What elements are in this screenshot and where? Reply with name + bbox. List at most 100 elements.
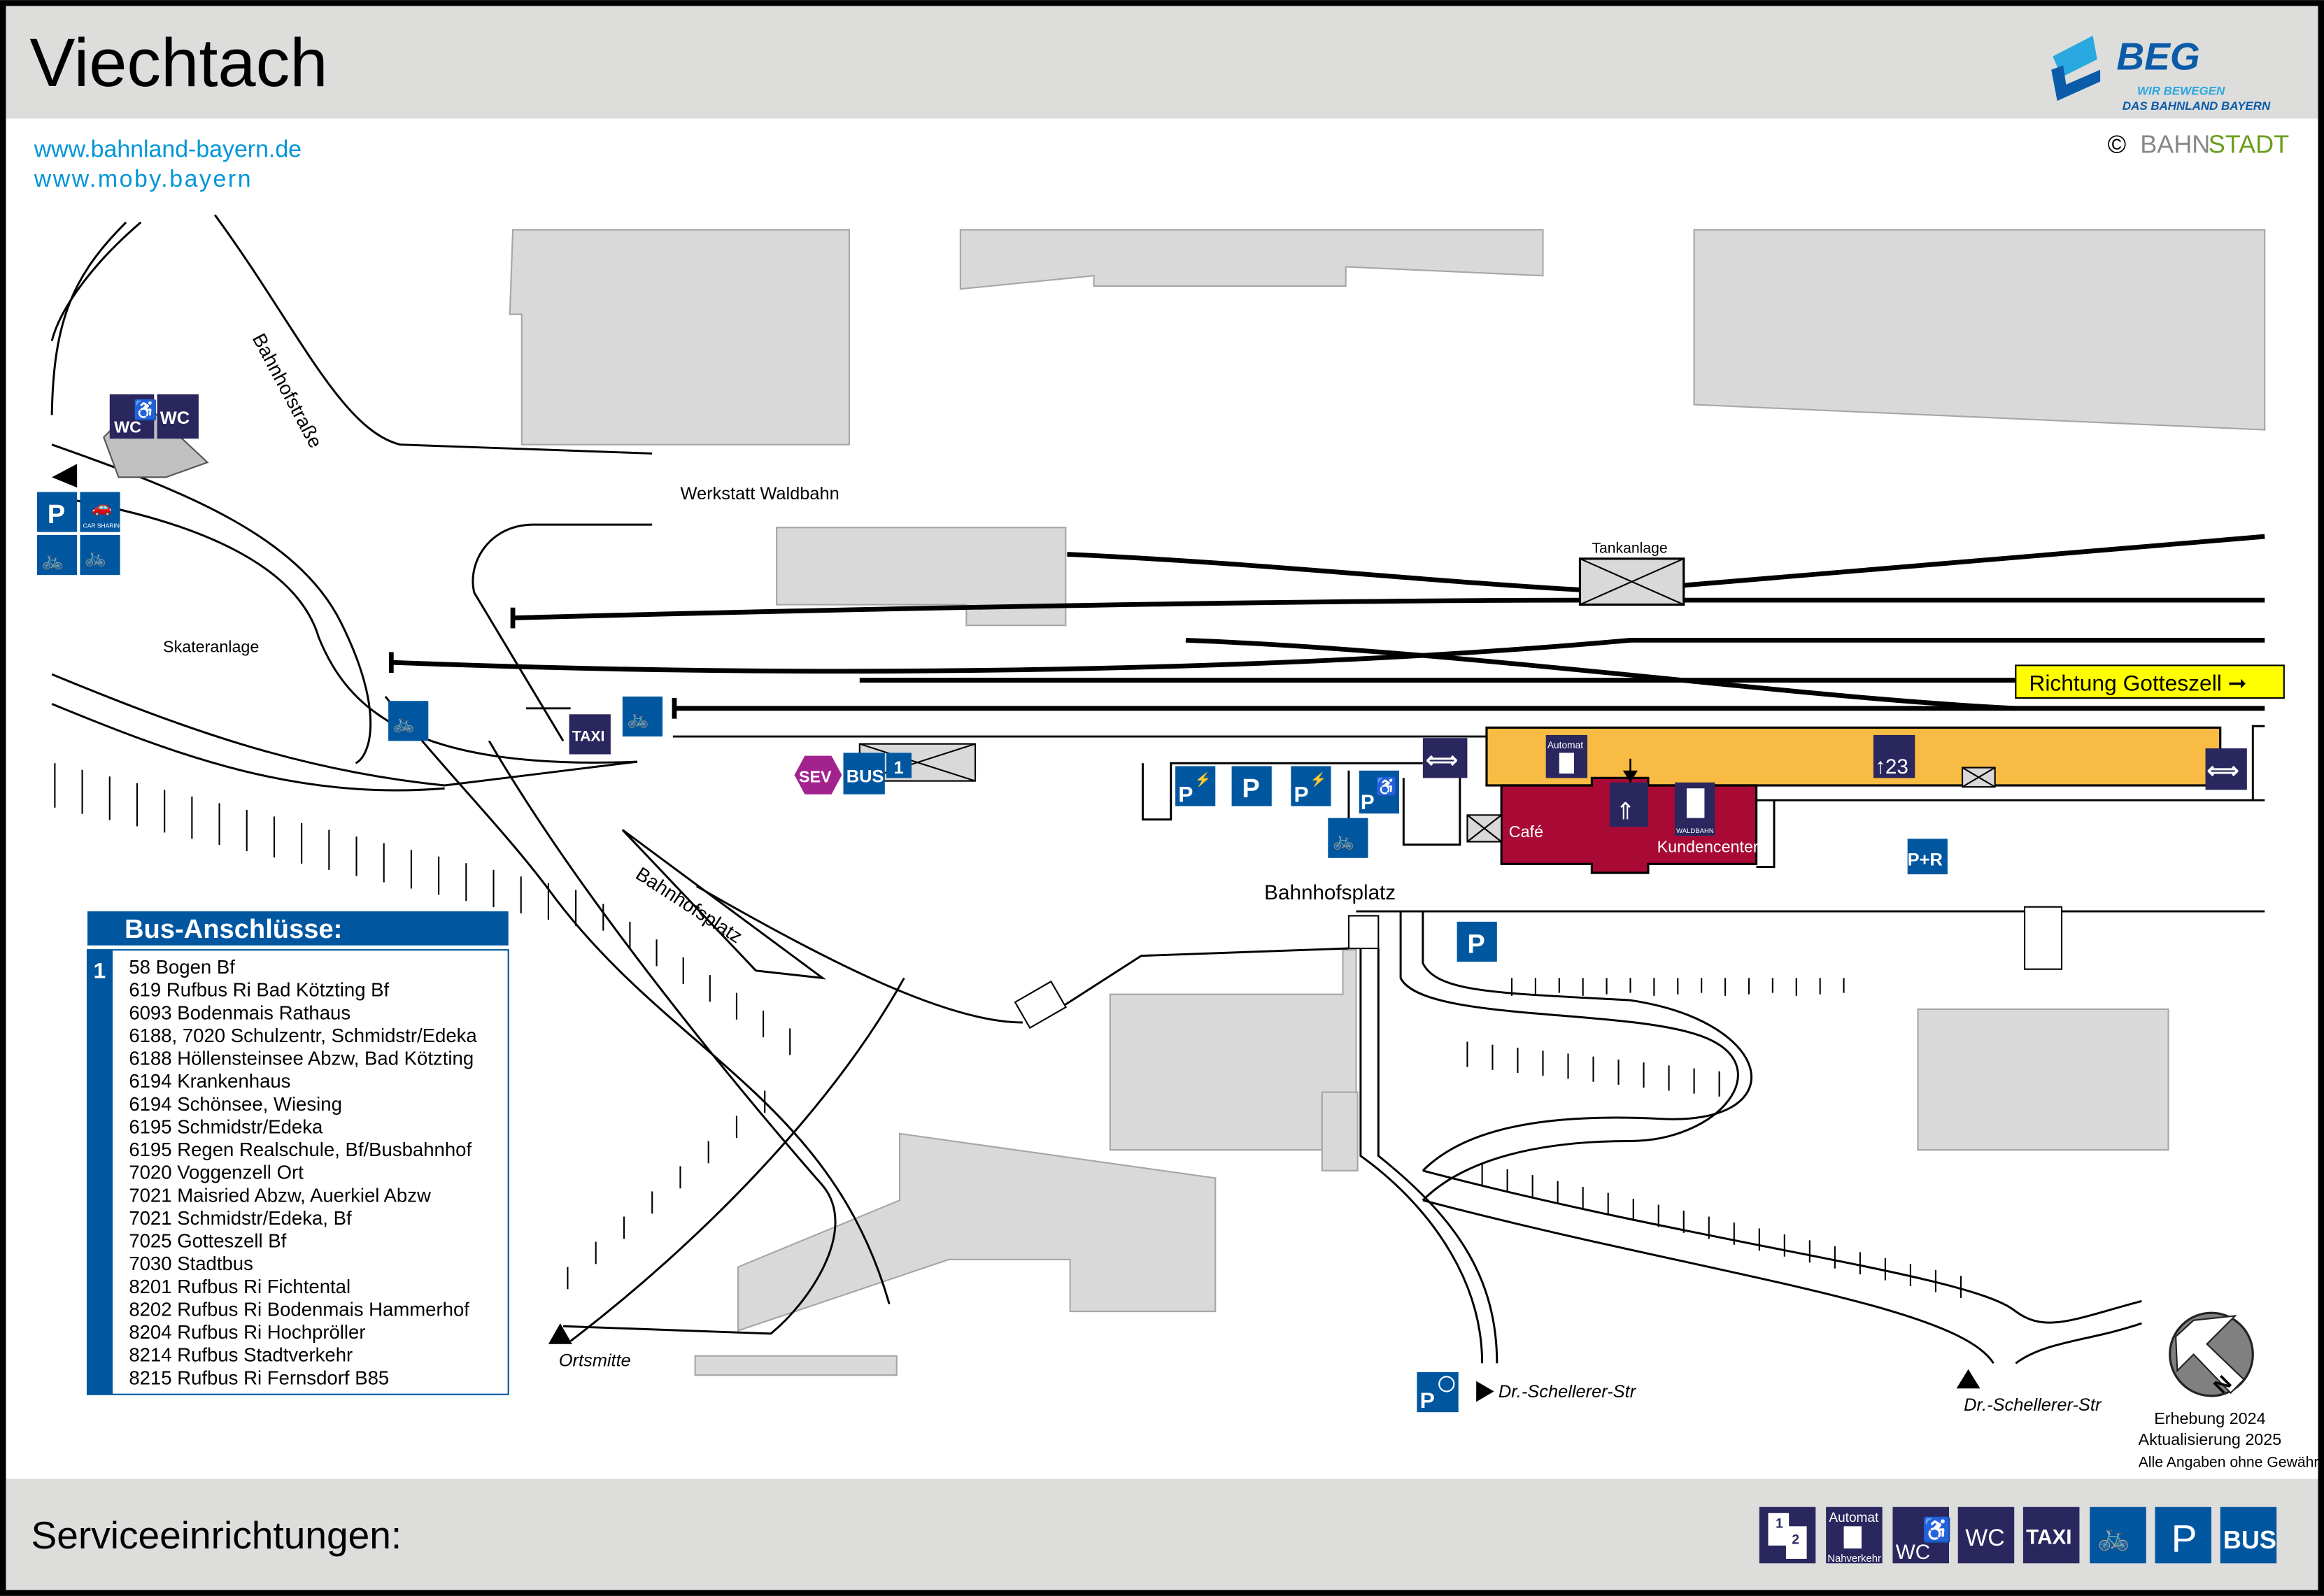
legend-stop-bar — [87, 950, 113, 1395]
legend-line: 619 Rufbus Ri Bad Kötzting Bf — [129, 979, 389, 1001]
road — [1377, 948, 1498, 1364]
road — [1359, 948, 1484, 1364]
beg-logo-mark-top — [2053, 35, 2097, 78]
footer-taxi-icon: TAXI — [2022, 1506, 2080, 1564]
ticket-machine-icon[interactable]: Automat — [1545, 734, 1588, 778]
svg-text:Automat: Automat — [1829, 1511, 1879, 1525]
arrow-icon — [1956, 1369, 1981, 1389]
copyright-symbol: © — [2108, 129, 2127, 158]
svg-text:P+R: P+R — [1908, 850, 1943, 869]
svg-text:WC: WC — [160, 408, 190, 428]
legend-stop-number: 1 — [93, 957, 106, 983]
label-skateranlage: Skateranlage — [163, 637, 259, 655]
building — [1693, 229, 2266, 431]
sev-icon[interactable]: SEV — [794, 755, 842, 795]
header-band — [6, 6, 2318, 119]
svg-text:Automat: Automat — [1547, 740, 1583, 750]
svg-text:Nahverkehr: Nahverkehr — [1827, 1553, 1881, 1565]
svg-text:P: P — [1242, 774, 1259, 804]
stairs-icon — [1014, 980, 1068, 1029]
elevator-arrowhead-icon — [1622, 770, 1638, 783]
svg-text:Richtung Gotteszell ➞: Richtung Gotteszell ➞ — [2029, 670, 2246, 695]
parking-icon[interactable]: P — [36, 492, 78, 532]
svg-text:🚲: 🚲 — [2097, 1522, 2130, 1552]
ticket-counter-waldbahn-icon[interactable]: WALDBAHN — [1675, 782, 1715, 836]
copyright-stadt: STADT — [2209, 129, 2289, 158]
footer-title: Serviceeinrichtungen: — [31, 1513, 402, 1557]
disclaimer: Alle Angaben ohne Gewähr! — [2139, 1455, 2323, 1471]
bike-parking-icon[interactable]: 🚲 — [388, 701, 429, 741]
legend-line: 6195 Regen Realschule, Bf/Busbahnhof — [129, 1139, 472, 1160]
svg-text:🚲: 🚲 — [392, 713, 415, 733]
building — [737, 1132, 1217, 1332]
svg-text:🚗: 🚗 — [92, 498, 112, 517]
building — [959, 229, 1544, 290]
legend-line: 7030 Stadtbus — [129, 1253, 253, 1274]
elevator-icon[interactable]: ⇑ — [1609, 782, 1648, 827]
bike-parking-icon[interactable]: 🚲 — [1328, 818, 1368, 858]
legend-line: 8214 Rufbus Stadtverkehr — [129, 1344, 353, 1366]
tankanlage — [1578, 557, 1685, 606]
legend-title: Bus-Anschlüsse: — [125, 914, 342, 944]
road — [1422, 1169, 2142, 1324]
building — [694, 1355, 898, 1376]
ev-parking-icon[interactable]: P⚡ — [1291, 766, 1331, 806]
underpass-icon[interactable]: ⟺ — [1422, 738, 1468, 778]
legend-line: 58 Bogen Bf — [129, 956, 235, 978]
accessible-parking-icon[interactable]: P♿ — [1359, 770, 1399, 814]
legend-box — [86, 949, 509, 1395]
svg-text:⟺: ⟺ — [1426, 748, 1458, 773]
underpass-icon[interactable]: ⟺ — [2205, 748, 2247, 790]
svg-text:1: 1 — [1776, 1516, 1783, 1531]
link-bahnland[interactable]: www.bahnland-bayern.de — [34, 136, 302, 163]
shelter-cross — [1962, 767, 1996, 788]
roads — [50, 214, 2265, 1365]
legend-line: 8215 Rufbus Ri Fernsdorf B85 — [129, 1367, 389, 1388]
svg-text:WALDBAHN: WALDBAHN — [1676, 827, 1714, 835]
svg-text:P: P — [1467, 929, 1485, 959]
wc-icon[interactable]: WC — [157, 394, 199, 439]
wc-accessible-icon[interactable]: WC♿ — [109, 394, 157, 439]
road-bahnhofstrasse — [214, 214, 653, 455]
survey-year: Erhebung 2024 — [2154, 1409, 2265, 1427]
taxi-icon[interactable]: TAXI — [569, 714, 611, 755]
bus-icon[interactable]: BUS — [843, 753, 885, 795]
svg-text:1: 1 — [894, 758, 904, 778]
track — [1067, 552, 1580, 592]
legend-line: 6093 Bodenmais Rathaus — [129, 1002, 350, 1023]
bike-parking-icon[interactable]: 🚲 — [622, 696, 663, 737]
track — [391, 637, 2265, 674]
parking-edge — [1347, 770, 1461, 846]
building-werkstatt — [776, 527, 1067, 627]
parking-icon[interactable]: P — [1231, 766, 1272, 806]
bus-stop-1-icon[interactable]: 1 — [886, 753, 912, 778]
short-term-parking-icon[interactable]: P — [1417, 1371, 1459, 1413]
bike-parking-icon[interactable]: 🚲 — [80, 534, 120, 576]
buffer-stops — [388, 607, 677, 719]
legend-line: 6188 Höllensteinsee Abzw, Bad Kötzting — [129, 1048, 474, 1069]
legend-line: 8201 Rufbus Ri Fichtental — [129, 1276, 350, 1297]
svg-text:🚲: 🚲 — [1333, 831, 1355, 850]
bike-ramp-icon[interactable]: 🚲 — [36, 534, 78, 576]
legend-line: 8202 Rufbus Ri Bodenmais Hammerhof — [129, 1298, 469, 1320]
park-and-ride-icon[interactable]: P+R — [1907, 839, 1948, 875]
platform-23-icon[interactable]: ↑23 — [1873, 734, 1915, 778]
road — [51, 673, 638, 787]
shelter-cross — [1466, 814, 1502, 843]
link-moby[interactable]: www.moby.bayern — [34, 166, 253, 192]
buildings — [509, 229, 2266, 1376]
ev-parking-icon[interactable]: P⚡ — [1175, 766, 1216, 806]
svg-text:23: 23 — [1885, 755, 1908, 778]
label-werkstatt-waldbahn: Werkstatt Waldbahn — [680, 484, 839, 504]
beg-logo-mark-bottom — [2051, 65, 2101, 101]
building — [1321, 1091, 1359, 1171]
car-sharing-icon[interactable]: 🚗CAR SHARING — [80, 492, 124, 532]
footer-parking-icon: P — [2155, 1506, 2211, 1564]
beg-logo: BEG WIR BEWEGEN DAS BAHNLAND BAYERN — [2051, 35, 2271, 113]
track — [512, 597, 2265, 620]
parking-edge — [1141, 762, 1423, 821]
road — [1399, 911, 1739, 1202]
parking-icon[interactable]: P — [1457, 921, 1497, 962]
legend-line: 6194 Schönsee, Wiesing — [129, 1093, 342, 1115]
